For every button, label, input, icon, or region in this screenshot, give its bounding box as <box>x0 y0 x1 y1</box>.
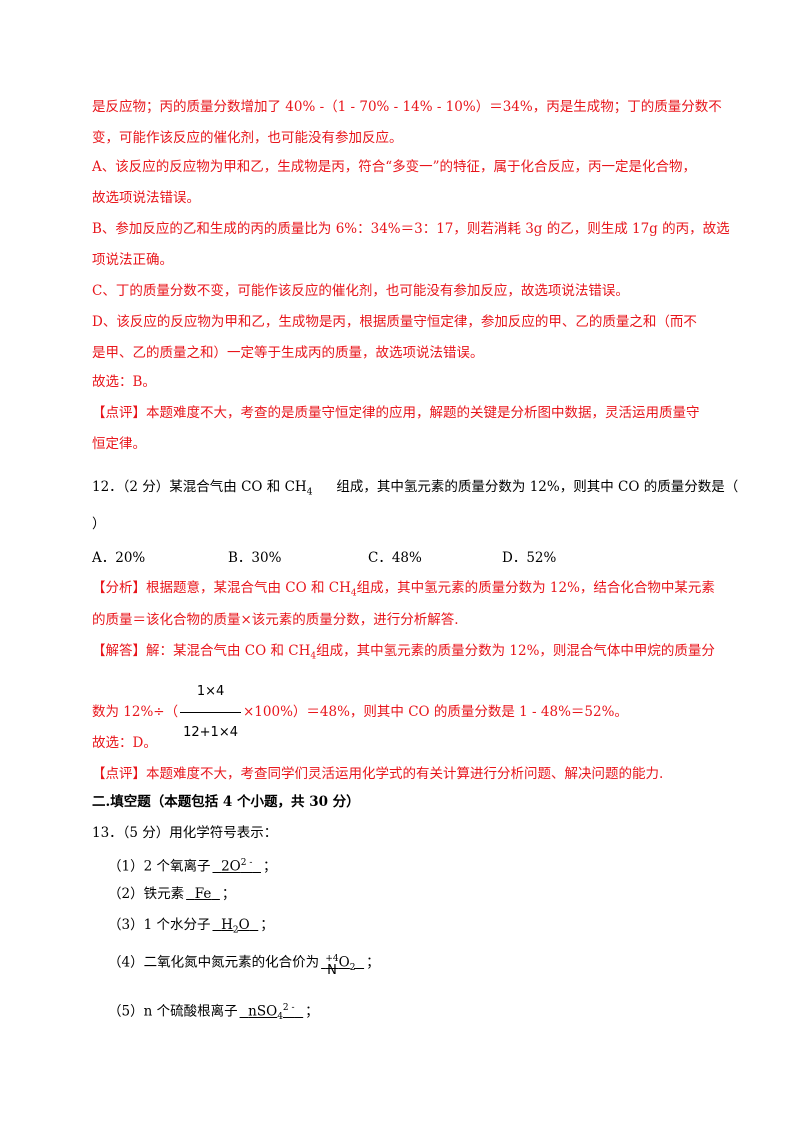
text-line: D、该反应的反应物为甲和乙，生成物是丙，根据质量守恒定律，参加反应的甲、乙的质量… <box>92 314 697 330</box>
q13-item-1: （1）2 个氧离子 2O2 - ； <box>108 853 276 877</box>
text-line: 故选：B。 <box>92 374 156 390</box>
question-12-stem-end: ） <box>92 516 106 532</box>
text-line: A、该反应的反应物为甲和乙，生成物是丙，符合“多变一”的特征，属于化合反应，丙一… <box>92 159 697 175</box>
text-line: C、丁的质量分数不变，可能作该反应的催化剂，也可能没有参加反应，故选项说法错误。 <box>92 283 629 299</box>
answer-blank: nSO42 - <box>248 1003 295 1023</box>
q13-item-5: （5）n 个硫酸根离子 nSO42 - ； <box>108 998 319 1027</box>
analysis-line: 的质量＝该化合物的质量×该元素的质量分数，进行分析解答. <box>92 612 459 628</box>
analysis-line: 【分析】根据题意，某混合气由 CO 和 CH4组成，其中氢元素的质量分数为 12… <box>92 580 715 599</box>
answer-choice: 故选：D。 <box>92 735 157 751</box>
option-b: B．30% <box>228 550 282 566</box>
text-line: B、参加反应的乙和生成的丙的质量比为 6%：34%＝3：17，则若消耗 3g 的… <box>92 221 730 237</box>
answer-blank: +4O2 N <box>325 954 356 978</box>
comment-line: 【点评】本题难度不大，考查的是质量守恒定律的应用，解题的关键是分析图中数据，灵活… <box>92 405 700 421</box>
q13-item-3: （3）1 个水分子 H2O ； <box>108 915 274 941</box>
option-d: D．52% <box>502 550 557 566</box>
option-a: A．20% <box>92 550 146 566</box>
option-c: C．48% <box>368 550 422 566</box>
section-title: 二.填空题（本题包括 4 个小题，共 30 分） <box>92 794 360 810</box>
text-line: 是甲、乙的质量之和）一定等于生成丙的质量，故选项说法错误。 <box>92 345 484 361</box>
text-line: 项说法正确。 <box>92 252 173 268</box>
question-13-stem: 13．（5 分）用化学符号表示： <box>92 825 278 841</box>
answer-blank: 2O2 - <box>221 858 253 875</box>
answer-line: 【解答】解：某混合气由 CO 和 CH4组成，其中氢元素的质量分数为 12%，则… <box>92 643 715 662</box>
q13-item-4: （4）二氧化氮中氮元素的化合价为 +4O2 N； <box>108 949 380 978</box>
answer-blank: H2O <box>221 917 250 936</box>
comment-line: 恒定律。 <box>92 436 146 452</box>
q13-item-2: （2）铁元素 Fe ； <box>108 886 236 902</box>
answer-blank: Fe <box>194 886 212 902</box>
comment-line: 【点评】本题难度不大，考查同学们灵活运用化学式的有关计算进行分析问题、解决问题的… <box>92 766 664 782</box>
text-line: 是反应物；丙的质量分数增加了 40% -（1 - 70% - 14% - 10%… <box>92 99 722 115</box>
text-line: 故选项说法错误。 <box>92 190 200 206</box>
text-line: 变，可能作该反应的催化剂，也可能没有参加反应。 <box>92 130 403 146</box>
